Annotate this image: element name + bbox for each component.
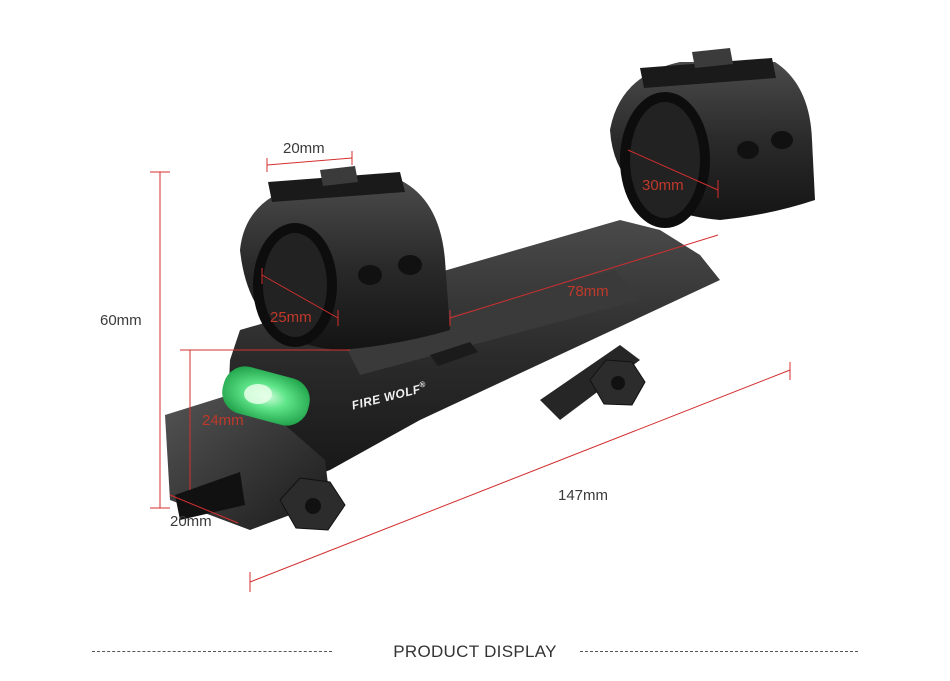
label-overall-length: 147mm xyxy=(558,487,609,504)
label-ring-diameter-left: 25mm xyxy=(270,309,312,326)
clamp-nut-left xyxy=(279,477,346,531)
label-ring-spacing: 78mm xyxy=(567,283,609,300)
footer-title: PRODUCT DISPLAY xyxy=(393,642,557,661)
scope-ring-left xyxy=(240,166,450,350)
label-level-height: 24mm xyxy=(202,412,244,429)
dimension-lines xyxy=(150,149,791,592)
label-ring-diameter-right: 30mm xyxy=(642,177,684,194)
scope-ring-right xyxy=(610,48,815,228)
footer-divider-left xyxy=(92,651,332,652)
clamp-nut-right xyxy=(589,359,646,406)
label-overall-height: 60mm xyxy=(100,312,142,329)
bubble-level xyxy=(222,366,310,426)
label-base-width: 20mm xyxy=(170,513,212,530)
label-ring-width-top: 20mm xyxy=(283,140,325,157)
footer-divider-right xyxy=(580,651,858,652)
